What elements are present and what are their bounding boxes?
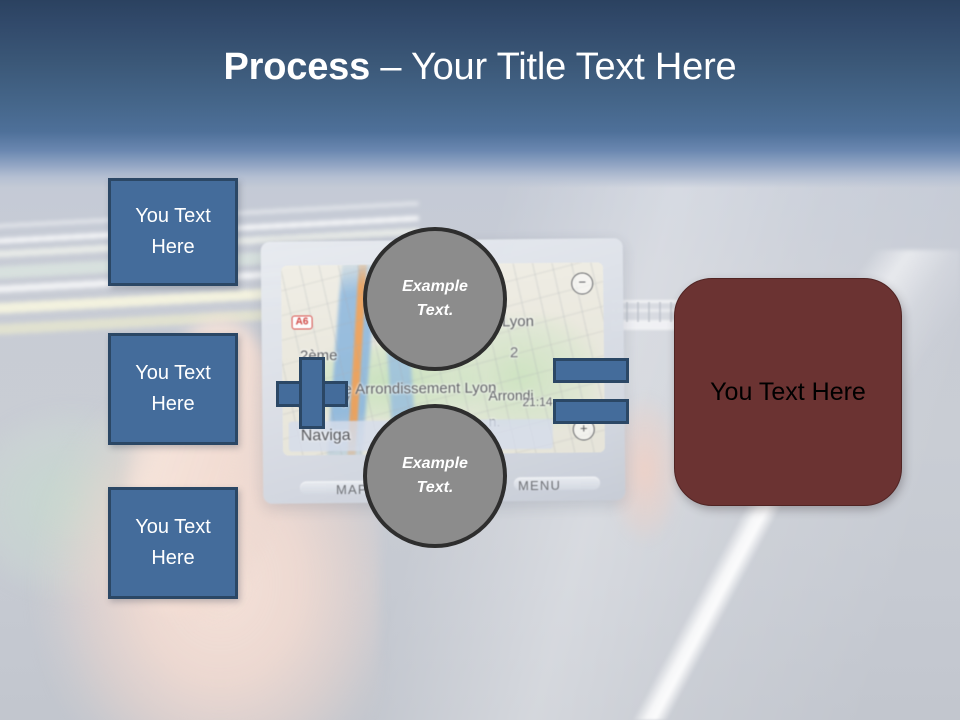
page-title-rest: Your Title Text Here: [410, 46, 737, 88]
gps-highway-shield-icon: A6: [291, 315, 313, 330]
input-box-3[interactable]: You Text Here: [108, 487, 238, 599]
input-box-2[interactable]: You Text Here: [108, 333, 238, 445]
result-box[interactable]: You Text Here: [674, 278, 902, 506]
plus-icon: [276, 357, 348, 429]
gps-menu-button[interactable]: MENU: [517, 477, 562, 494]
example-circle-bottom-line1: Example: [402, 455, 468, 472]
example-circle-bottom[interactable]: Example Text.: [363, 404, 507, 548]
page-title-separator: –: [370, 46, 411, 88]
header-band: [0, 0, 960, 188]
gps-navigate-label: Naviga: [300, 426, 351, 445]
equals-icon-bottom-bar: [553, 399, 629, 424]
page-title: Process – Your Title Text Here: [0, 46, 960, 89]
input-box-1[interactable]: You Text Here: [108, 178, 238, 286]
gps-zoom-out-icon[interactable]: −: [571, 272, 594, 295]
equals-icon-top-bar: [553, 358, 629, 383]
gps-map-label-number: 2: [509, 344, 519, 362]
page-title-bold: Process: [223, 46, 371, 88]
example-circle-top[interactable]: Example Text.: [363, 227, 507, 371]
example-circle-top-line1: Example: [402, 278, 468, 295]
example-circle-top-line2: Text.: [416, 302, 454, 319]
plus-icon-center-patch: [302, 384, 322, 404]
gps-clock: 21:14: [522, 394, 553, 410]
example-circle-bottom-line2: Text.: [416, 479, 454, 496]
equals-icon: [553, 358, 629, 424]
